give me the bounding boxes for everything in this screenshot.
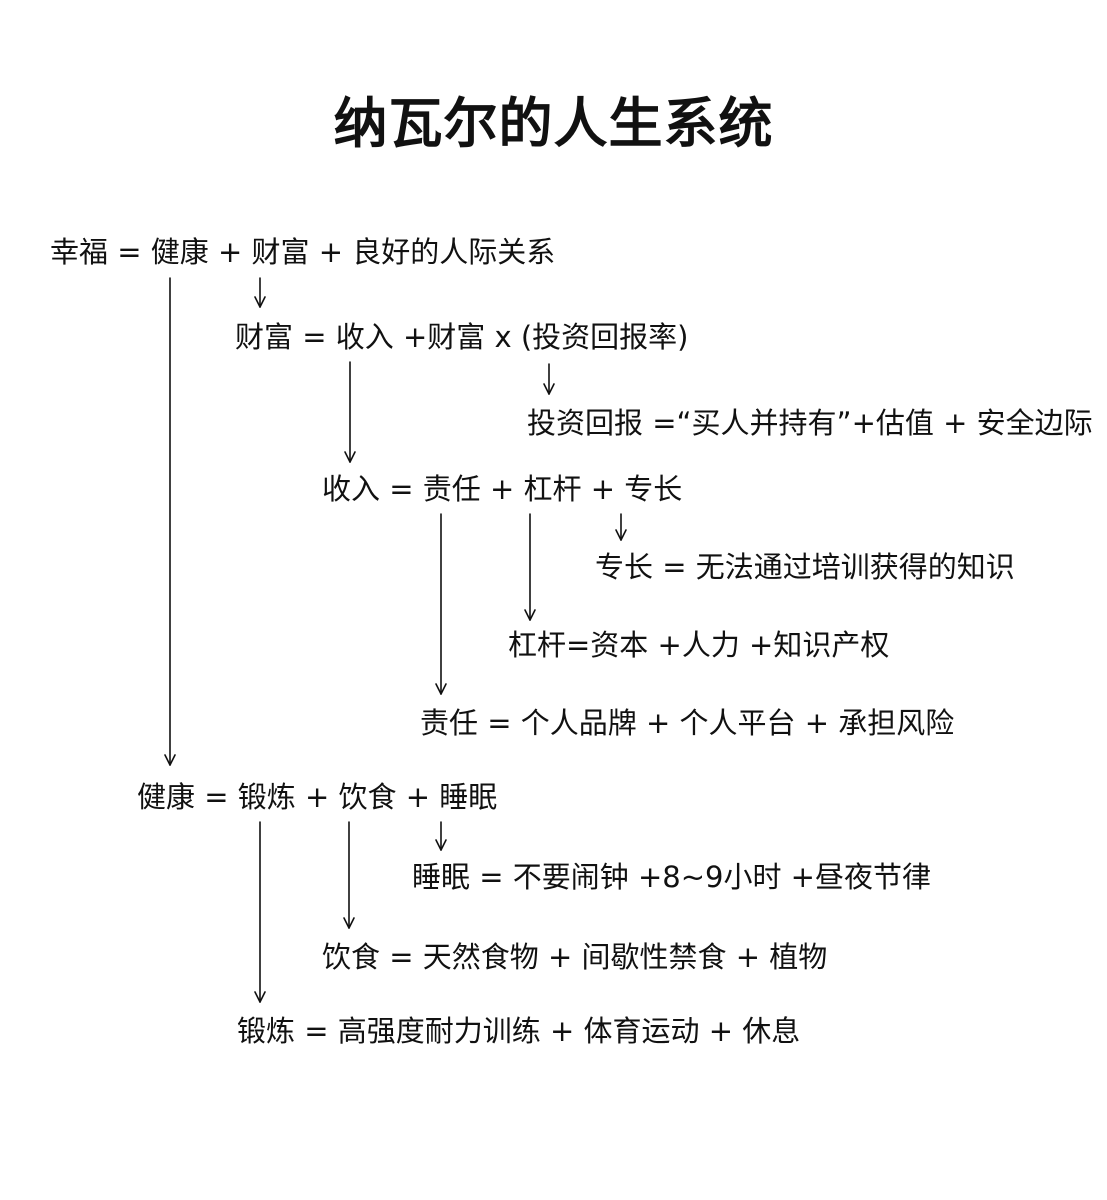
arrow-health-to-diet — [343, 821, 355, 929]
formula-happiness: 幸福 = 健康 + 财富 + 良好的人际关系 — [50, 235, 556, 269]
arrow-income-to-expertise — [615, 513, 627, 541]
arrow-health-to-exercise — [254, 821, 266, 1003]
arrow-happiness-to-health — [164, 277, 176, 766]
arrow-wealth-to-income — [344, 361, 356, 463]
arrow-wealth-to-investment-return — [543, 363, 555, 395]
formula-expertise: 专长 = 无法通过培训获得的知识 — [595, 550, 1015, 584]
formula-responsibility: 责任 = 个人品牌 + 个人平台 + 承担风险 — [420, 706, 955, 740]
formula-exercise: 锻炼 = 高强度耐力训练 + 体育运动 + 休息 — [237, 1014, 801, 1048]
formula-leverage: 杠杆=资本 +人力 +知识产权 — [508, 628, 890, 662]
formula-income: 收入 = 责任 + 杠杆 + 专长 — [322, 472, 683, 506]
formula-sleep: 睡眠 = 不要闹钟 +8~9小时 +昼夜节律 — [412, 860, 931, 894]
formula-wealth: 财富 = 收入 +财富 x (投资回报率) — [235, 320, 689, 354]
arrow-income-to-responsibility — [435, 513, 447, 695]
arrow-health-to-sleep — [435, 821, 447, 851]
formula-health: 健康 = 锻炼 + 饮食 + 睡眠 — [137, 780, 498, 814]
arrow-income-to-leverage — [524, 513, 536, 621]
formula-investment-return: 投资回报 =“买人并持有”+估值 + 安全边际 — [527, 406, 1093, 440]
formula-diet: 饮食 = 天然食物 + 间歇性禁食 + 植物 — [322, 940, 828, 974]
diagram-title: 纳瓦尔的人生系统 — [333, 92, 774, 155]
arrow-happiness-to-wealth — [254, 277, 266, 308]
